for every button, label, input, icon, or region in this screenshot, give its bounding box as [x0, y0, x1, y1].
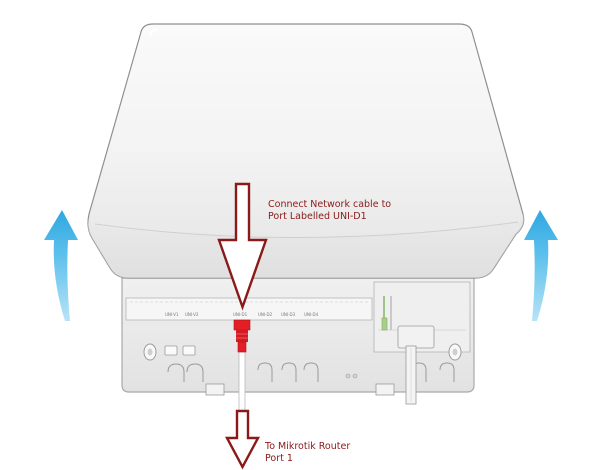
port-label: UNI-D1 — [233, 312, 248, 317]
connect-instruction-line2: Port Labelled UNI-D1 — [268, 211, 367, 222]
connect-instruction: Connect Network cable to Port Labelled U… — [268, 199, 391, 223]
down-arrow-icon — [217, 182, 268, 311]
connect-instruction-line1: Connect Network cable to — [268, 199, 392, 210]
router-instruction-line1: To Mikrotik Router — [265, 441, 351, 452]
down-arrow-icon — [224, 409, 261, 470]
cable-clip — [257, 362, 273, 382]
router-instruction-line2: Port 1 — [265, 453, 293, 464]
cable-clip — [186, 363, 204, 382]
network-cable — [233, 319, 251, 413]
fibre-cable — [381, 296, 435, 405]
socket — [164, 345, 178, 356]
port-labels: UNI-V1 UNI-V2 UNI-D1 UNI-D2 UNI-D3 UNI-D… — [165, 312, 319, 317]
cable-clip — [303, 362, 319, 382]
socket — [182, 345, 196, 356]
router-instruction: To Mikrotik Router Port 1 — [265, 441, 350, 465]
port-label: UNI-D2 — [258, 312, 273, 317]
curved-up-arrow-icon — [524, 210, 558, 321]
port-label: UNI-D3 — [281, 312, 296, 317]
port-label: UNI-V1 — [165, 312, 179, 317]
port-label: UNI-V2 — [185, 312, 199, 317]
device-base — [121, 277, 475, 405]
port-label: UNI-D4 — [304, 312, 319, 317]
curved-up-arrow-icon — [44, 210, 78, 321]
cable-clip — [167, 363, 185, 382]
cable-clip — [281, 362, 297, 382]
screw-hole-left — [143, 343, 157, 361]
cable-clip — [439, 362, 455, 382]
device-lid — [87, 23, 525, 279]
screw-hole-right — [448, 343, 462, 361]
